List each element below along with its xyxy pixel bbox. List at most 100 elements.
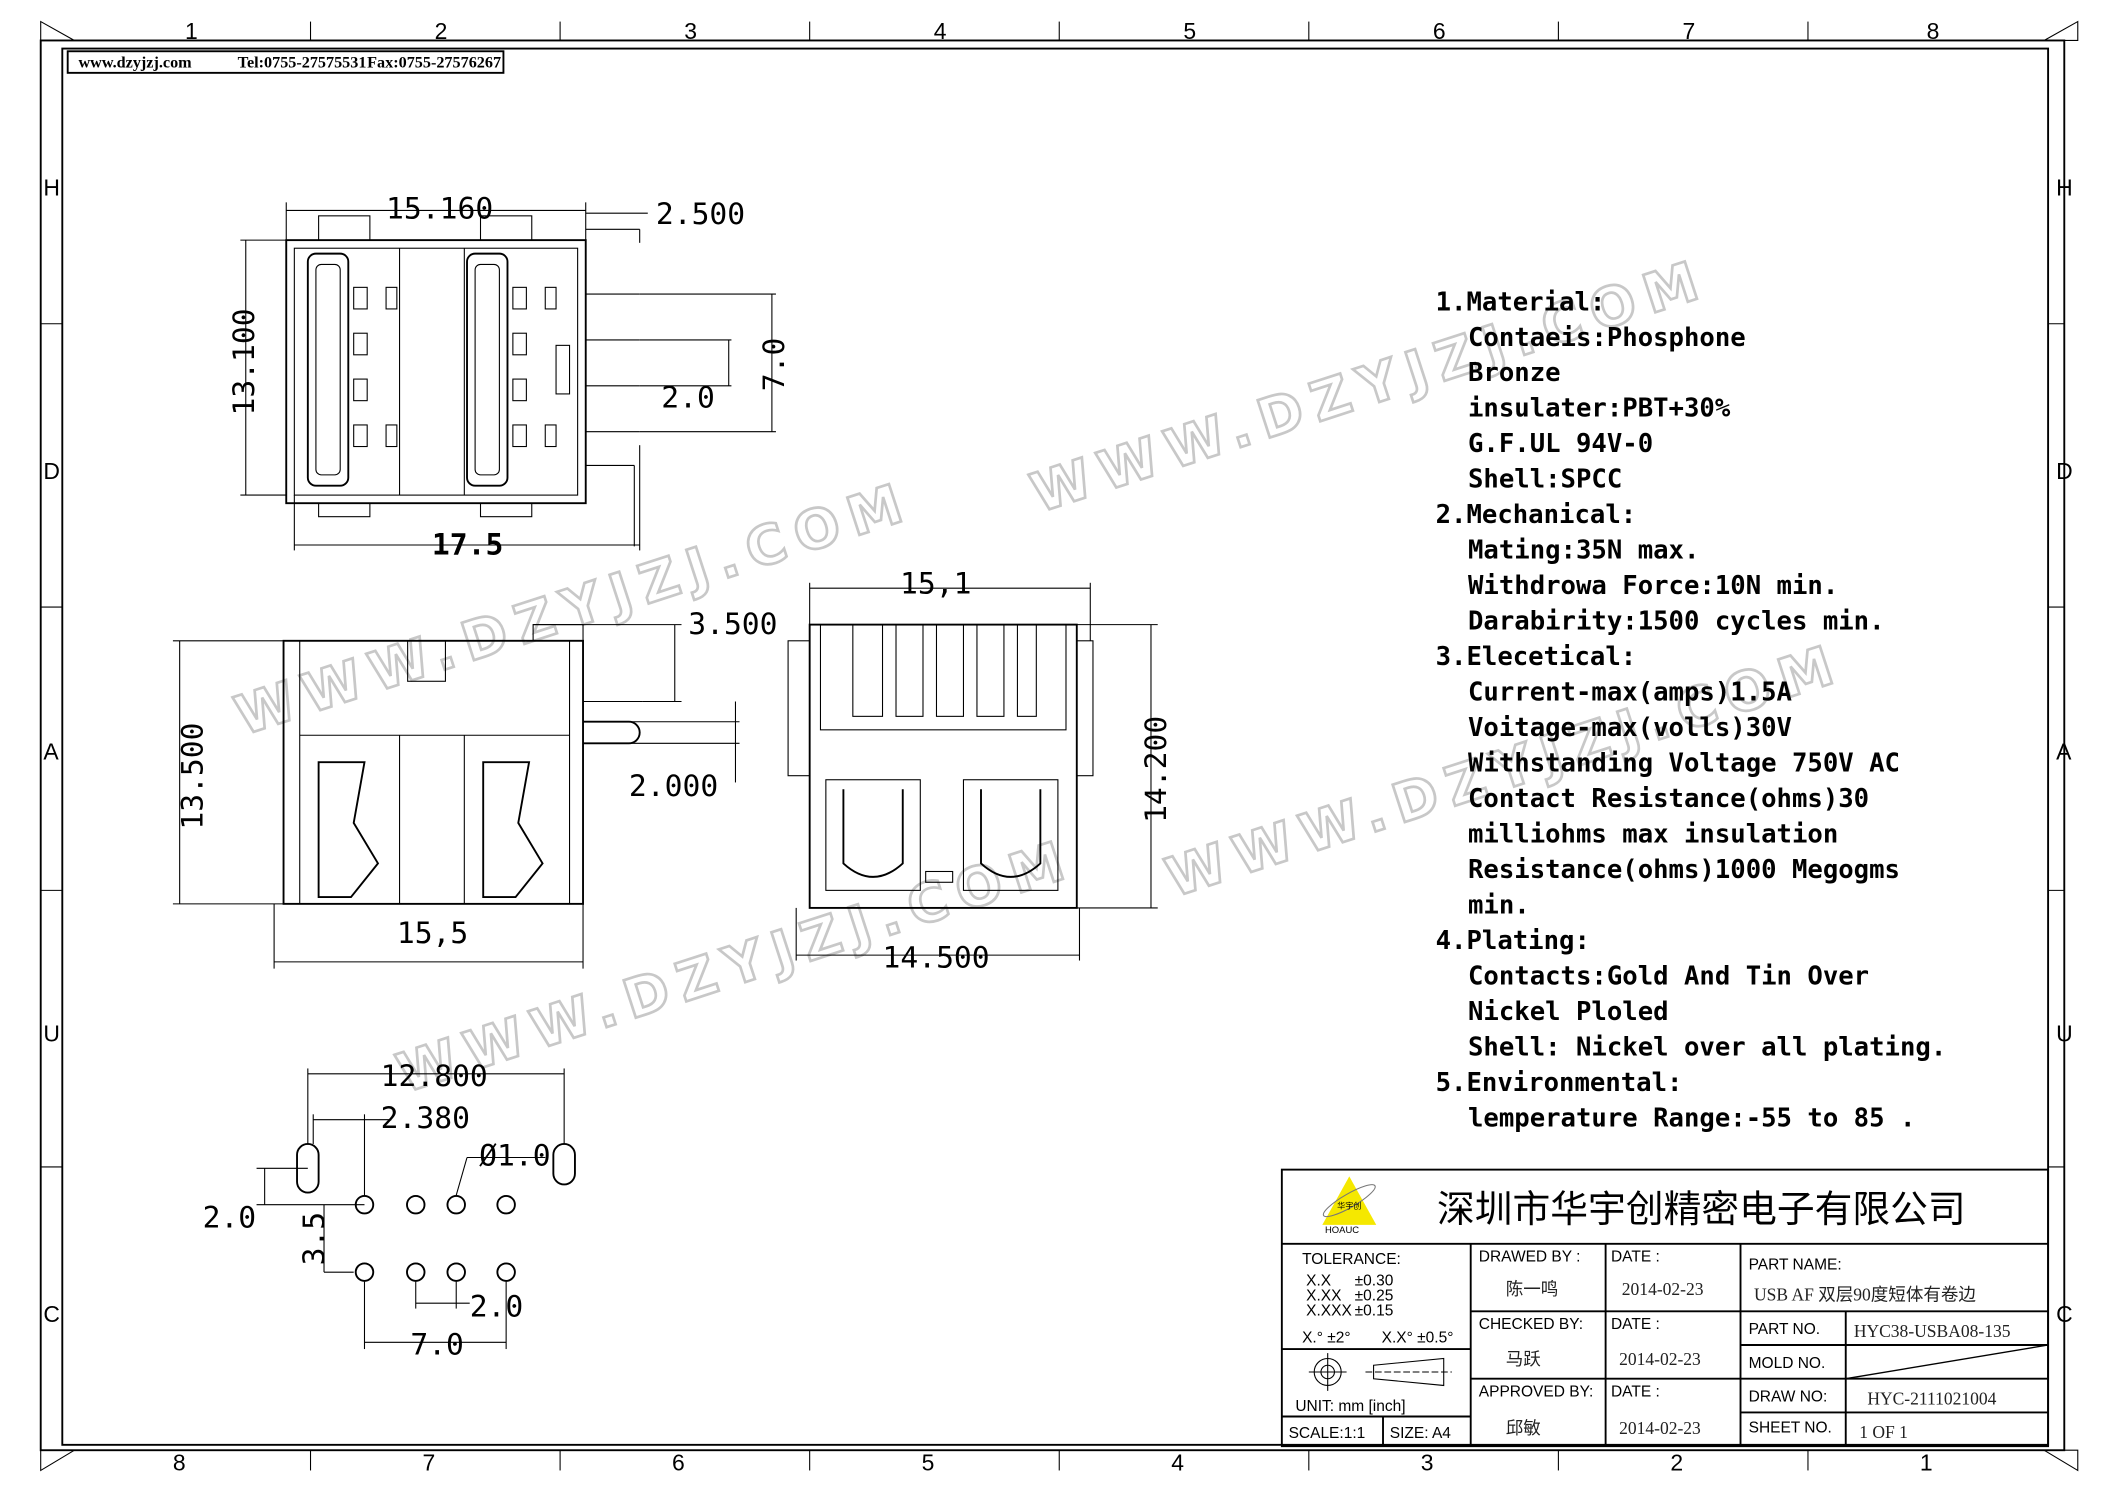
spec-line: Current-max(amps)1.5A <box>1468 678 1793 708</box>
row-label: C <box>2056 1301 2073 1327</box>
spec-heading: 3.Elecetical: <box>1436 642 1637 672</box>
column-label: 5 <box>1183 18 1196 44</box>
row-label: H <box>43 175 60 201</box>
dim-label: 15,1 <box>900 566 971 601</box>
dim-label: 2.0 <box>661 379 715 414</box>
spec-line: min. <box>1468 890 1530 920</box>
column-label: 6 <box>672 1449 685 1475</box>
column-label: 7 <box>422 1449 435 1475</box>
spec-line: Contaeis:Phosphone <box>1468 323 1746 353</box>
spec-line: Shell: Nickel over all plating. <box>1468 1032 1946 1062</box>
spec-line: Resistance(ohms)1000 Megogms <box>1468 855 1900 885</box>
spec-line: Nickel Ploled <box>1468 997 1669 1027</box>
tel-text: Tel:0755-27575531 <box>238 54 367 71</box>
row-label: U <box>43 1020 60 1046</box>
dim-label: 7.0 <box>410 1326 464 1361</box>
dim-label: 2.0 <box>470 1289 524 1324</box>
angle-tolerance: X.° ±2° <box>1302 1329 1350 1346</box>
dim-label: 7.0 <box>756 338 791 392</box>
approved-by-value: 邱敏 <box>1506 1418 1541 1438</box>
date-label: DATE : <box>1611 1316 1660 1333</box>
column-label: 8 <box>1927 18 1940 44</box>
column-label: 3 <box>684 18 697 44</box>
spec-line: Contact Resistance(ohms)30 <box>1468 784 1869 814</box>
part-no-label: PART NO. <box>1749 1321 1821 1338</box>
company-logo: 华宇创 HOAUC <box>1322 1176 1377 1236</box>
tolerance-key: X.XXX <box>1306 1302 1352 1319</box>
spec-heading: 5.Environmental: <box>1436 1068 1683 1098</box>
projection-symbol-icon <box>1308 1353 1452 1391</box>
tolerance-label: TOLERANCE: <box>1302 1251 1401 1268</box>
sheet-no-value: 1 OF 1 <box>1859 1422 1908 1442</box>
dim-label: Ø1.0 <box>479 1138 550 1173</box>
front-view: 15,1 14.200 14.500 <box>787 566 1173 974</box>
date-label: DATE : <box>1611 1383 1660 1400</box>
drawn-by-value: 陈一鸣 <box>1506 1279 1559 1299</box>
dim-label: 14.500 <box>883 939 990 974</box>
column-label: 2 <box>435 18 448 44</box>
tolerance-value: ±0.25 <box>1355 1287 1394 1304</box>
drawn-by-label: DRAWED BY : <box>1479 1248 1581 1265</box>
spec-line: Withstanding Voltage 750V AC <box>1468 749 1900 779</box>
spec-line: Contacts:Gold And Tin Over <box>1468 961 1869 991</box>
checked-by-label: CHECKED BY: <box>1479 1316 1583 1333</box>
column-label: 4 <box>934 18 947 44</box>
svg-text:华宇创: 华宇创 <box>1337 1201 1361 1211</box>
dim-label: 2.000 <box>629 768 718 803</box>
column-label: 4 <box>1171 1449 1184 1475</box>
part-no-value: HYC38-USBA08-135 <box>1854 1321 2011 1341</box>
part-name-value: USB AF 双层90度短体有卷边 <box>1754 1284 1976 1304</box>
title-block: 华宇创 HOAUC 深圳市华宇创精密电子有限公司 TOLERANCE: X.X±… <box>1280 1168 2050 1448</box>
dim-label: 12.800 <box>381 1058 488 1093</box>
checked-by-value: 马跃 <box>1506 1349 1542 1369</box>
fax-text: Fax:0755-27576267 <box>367 54 501 71</box>
unit-label: UNIT: mm [inch] <box>1295 1398 1405 1415</box>
dim-label: 13.100 <box>226 308 261 415</box>
contact-header: www.dzyjzj.com Tel:0755-27575531 Fax:075… <box>66 50 505 74</box>
column-label: 1 <box>185 18 198 44</box>
column-label: 6 <box>1433 18 1446 44</box>
spec-heading: 4.Plating: <box>1436 926 1590 956</box>
spec-line: Shell:SPCC <box>1468 465 1622 495</box>
spec-line: Withdrowa Force:10N min. <box>1468 571 1838 601</box>
draw-no-value: HYC-2111021004 <box>1867 1388 1996 1408</box>
part-name-label: PART NAME: <box>1749 1256 1842 1273</box>
tolerance-value: ±0.30 <box>1355 1273 1394 1290</box>
row-label: C <box>43 1301 60 1327</box>
dim-label: 15.160 <box>386 191 493 226</box>
spec-heading: 1.Material: <box>1436 287 1606 317</box>
drawing-border: 1 2 3 4 5 6 7 8 8 7 6 5 4 3 2 1 H D A U … <box>39 18 2079 1475</box>
spec-line: lemperature Range:-55 to 85 . <box>1468 1103 1915 1133</box>
column-label: 3 <box>1421 1449 1434 1475</box>
row-label: D <box>2056 458 2073 484</box>
tolerance-key: X.X <box>1306 1273 1332 1290</box>
approved-by-label: APPROVED BY: <box>1479 1383 1594 1400</box>
dim-label: 2.500 <box>656 196 745 231</box>
dim-label: 3.500 <box>688 606 777 641</box>
spec-line: Mating:35N max. <box>1468 536 1699 566</box>
draw-no-label: DRAW NO: <box>1749 1389 1828 1406</box>
scale-label: SCALE:1:1 <box>1289 1425 1366 1442</box>
spec-line: milliohms max insulation <box>1468 819 1838 849</box>
side-view: 3.500 13.500 2.000 15,5 <box>172 606 778 969</box>
row-label: D <box>43 458 60 484</box>
dim-label: 14.200 <box>1138 716 1173 823</box>
dim-label: 15,5 <box>397 915 468 950</box>
tolerance-value: ±0.15 <box>1355 1302 1394 1319</box>
dim-label: 2.0 <box>203 1200 257 1235</box>
dim-label: 3.5 <box>296 1212 331 1266</box>
svg-text:HOAUC: HOAUC <box>1325 1225 1359 1236</box>
sheet-no-label: SHEET NO. <box>1749 1420 1832 1437</box>
top-view: 15.160 2.500 13.100 7.0 2.0 17.5 <box>226 191 791 562</box>
pcb-layout: 12.800 2.380 Ø1.0 2.0 3.5 2.0 7.0 <box>203 1058 576 1361</box>
spec-heading: 2.Mechanical: <box>1436 500 1637 530</box>
website-link[interactable]: www.dzyjzj.com <box>78 54 192 71</box>
row-label: A <box>2056 739 2072 765</box>
dim-label: 17.5 <box>432 526 503 561</box>
angle-tolerance: X.X° ±0.5° <box>1382 1329 1454 1346</box>
column-label: 1 <box>1920 1449 1933 1475</box>
column-label: 5 <box>922 1449 935 1475</box>
specifications-notes: 1.Material:Contaeis:PhosphoneBronzeinsul… <box>1436 287 1947 1133</box>
svg-text:WWW.DZYJZJ.COM: WWW.DZYJZJ.COM <box>228 469 920 748</box>
